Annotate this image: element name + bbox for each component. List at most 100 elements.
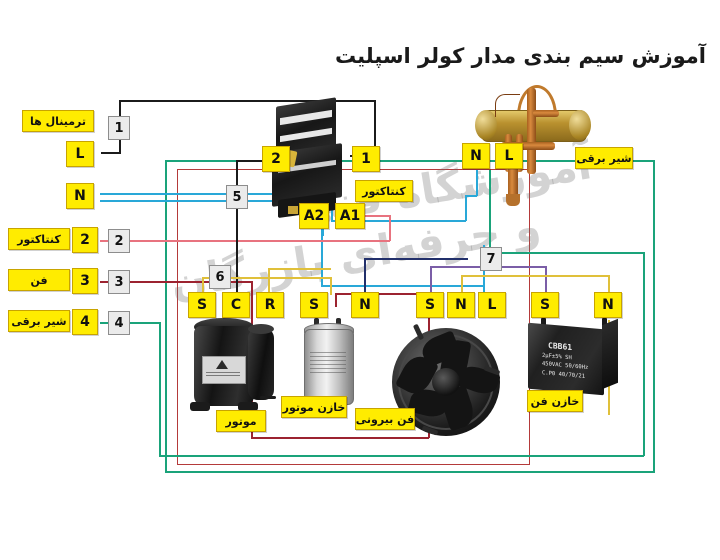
valve-cap-right xyxy=(569,110,591,140)
wire-cmp-r-yellow-up xyxy=(268,268,270,294)
wire-n-cyan-lower xyxy=(100,200,332,202)
terminal-2[interactable]: 2 xyxy=(72,227,98,253)
motor-cap-label xyxy=(310,352,346,376)
terminal-2-caption: کنتاکتور xyxy=(8,228,70,250)
contactor-terminal-2[interactable]: 2 xyxy=(262,146,290,172)
wire-fancap-s-purple-down xyxy=(545,266,547,294)
valve-tube-center xyxy=(527,88,536,174)
wire-3-darkred-fanL-top xyxy=(335,293,429,295)
valve-terminal-n[interactable]: N xyxy=(462,143,490,169)
motor-cap-pin-right xyxy=(336,318,341,326)
motor-cap-terminal-s[interactable]: S xyxy=(300,292,328,318)
terminal-4-caption: شیر برقی xyxy=(8,310,70,332)
number-box-4[interactable]: 4 xyxy=(108,311,130,335)
wire-n-cyan-upper-to-fan xyxy=(321,285,484,287)
terminal-strip-caption: ترمینال ها xyxy=(22,110,94,132)
valve-nozzle xyxy=(506,194,520,206)
wire-l-black-vertical-right xyxy=(374,100,376,155)
wire-cmp-r-yellow-top xyxy=(268,268,331,270)
compressor-brand-mark xyxy=(216,360,228,369)
wire-n-cyan-right-top xyxy=(465,195,477,197)
fan-terminal-n[interactable]: N xyxy=(447,292,475,318)
contactor-terminal-1[interactable]: 1 xyxy=(352,146,380,172)
number-box-1[interactable]: 1 xyxy=(108,116,130,140)
compressor-foot-left xyxy=(190,402,210,411)
wire-motorcap-n-navy xyxy=(364,258,366,294)
wire-cmp-s-yellow-top xyxy=(202,277,331,279)
wire-4-teal-bottom xyxy=(159,455,644,457)
compressor-image xyxy=(186,318,296,416)
motor-capacitor-caption: خازن موتور xyxy=(281,396,347,418)
wire-fan-s-purple-up xyxy=(430,266,432,294)
compressor-foot-right xyxy=(238,402,258,411)
compressor-terminal-c[interactable]: C xyxy=(222,292,250,318)
fan-cap-terminal-n[interactable]: N xyxy=(594,292,622,318)
wire-4-teal-top-right xyxy=(489,252,644,254)
wire-n-cyan-right-rise xyxy=(465,195,467,221)
wire-4-teal-rise-right xyxy=(643,252,645,456)
compressor-accumulator xyxy=(248,328,274,400)
terminal-N[interactable]: N xyxy=(66,183,94,209)
fan-cap-side xyxy=(602,318,618,390)
wire-n-cyan-lower-right xyxy=(331,220,466,222)
wire-contactor2-black xyxy=(236,160,270,162)
wire-l-black-terminal-stub xyxy=(101,152,121,154)
compressor-terminal-s[interactable]: S xyxy=(188,292,216,318)
compressor-caption: موتور xyxy=(216,410,266,432)
contactor-caption: کنتاکتور xyxy=(355,180,413,202)
terminal-3[interactable]: 3 xyxy=(72,268,98,294)
wire-4-teal-drop xyxy=(159,322,161,455)
wire-2-pink-to-a1 xyxy=(364,215,390,217)
compressor-accumulator-top xyxy=(248,324,274,334)
wire-l-black-top xyxy=(119,100,375,102)
solenoid-valve-caption: شیر برقی xyxy=(575,147,633,169)
fan-cap-model-text: CBB61 xyxy=(548,340,573,353)
wire-n-cyan-to-valve-n xyxy=(476,170,478,196)
valve-tube-top-arm xyxy=(533,110,559,117)
wire-2-pink-rise xyxy=(389,215,391,241)
fan-terminal-s[interactable]: S xyxy=(416,292,444,318)
motor-cap-terminal-n[interactable]: N xyxy=(351,292,379,318)
compressor-terminal-r[interactable]: R xyxy=(256,292,284,318)
compressor-nameplate-lines xyxy=(206,372,240,378)
number-box-5[interactable]: 5 xyxy=(226,185,248,209)
wire-4-teal-main xyxy=(100,322,160,324)
wire-3-darkred-fanL-stub xyxy=(335,293,337,307)
solenoid-valve-image xyxy=(475,85,605,213)
compressor-suction-pipe xyxy=(260,396,276,399)
terminal-L[interactable]: L xyxy=(66,141,94,167)
page-title: آموزش سیم بندی مدار کولر اسپلیت xyxy=(334,44,706,68)
wire-3-darkred-bottom xyxy=(251,437,429,439)
outer-frame-teal xyxy=(165,160,655,473)
motor-capacitor-image xyxy=(300,318,362,406)
valve-terminal-l[interactable]: L xyxy=(495,143,523,169)
valve-cap-left xyxy=(475,110,497,140)
number-box-2[interactable]: 2 xyxy=(108,229,130,253)
wire-cmp-s-yellow-down xyxy=(330,277,332,295)
fan-cap-pin-left xyxy=(541,318,546,328)
wire-a2-cyan xyxy=(322,224,324,236)
contactor-terminal-a1[interactable]: A1 xyxy=(335,203,365,229)
outdoor-fan-caption: فن بیرونی xyxy=(355,408,415,430)
number-box-7[interactable]: 7 xyxy=(480,247,502,271)
fan-terminal-l[interactable]: L xyxy=(478,292,506,318)
fan-capacitor-image: CBB61 2μF±5% SH 450VAC 50/60Hz 40/70/21 … xyxy=(524,318,622,400)
wire-contactor2-black-drop xyxy=(236,160,238,300)
valve-wire-hook xyxy=(495,94,520,117)
wire-n-cyan-upper xyxy=(100,193,322,195)
wire-2-pink-main xyxy=(100,240,390,242)
wire-fancap-n-yellow-down xyxy=(608,275,610,295)
valve-tube-cross xyxy=(501,142,555,150)
number-box-3[interactable]: 3 xyxy=(108,270,130,294)
wire-3-darkred-main xyxy=(100,281,252,283)
fan-cap-terminal-s[interactable]: S xyxy=(531,292,559,318)
terminal-4[interactable]: 4 xyxy=(72,309,98,335)
terminal-3-caption: فن xyxy=(8,269,70,291)
wire-4-teal-to-valve-l xyxy=(489,170,491,253)
wire-fan-n-yellow-top xyxy=(461,275,609,277)
wire-motorcap-n-navy-top xyxy=(364,258,468,260)
number-box-6[interactable]: 6 xyxy=(209,265,231,289)
fan-hub xyxy=(432,368,460,396)
contactor-terminal-a2[interactable]: A2 xyxy=(299,203,329,229)
